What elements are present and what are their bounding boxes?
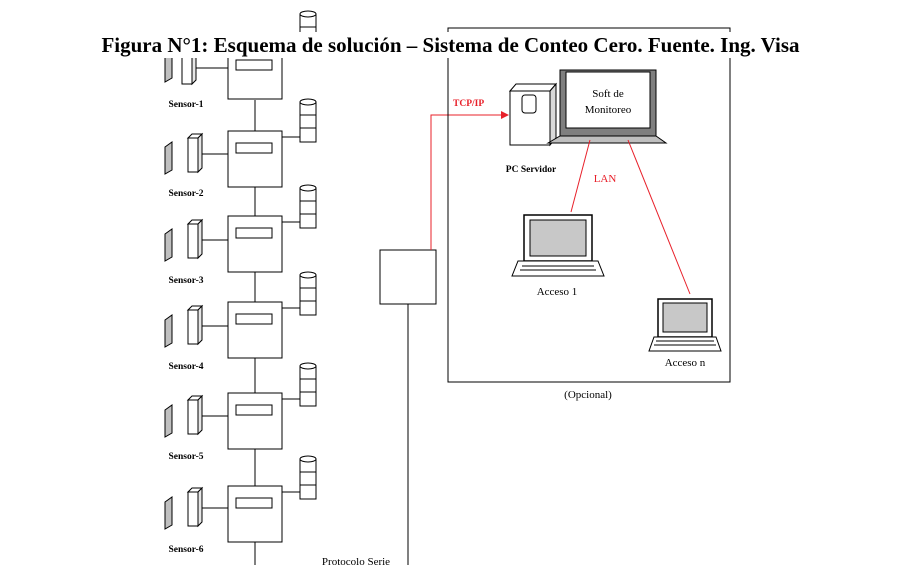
tcpip-link-line [430, 111, 509, 250]
sensor-label: Sensor-6 [168, 545, 203, 555]
lan-label: LAN [594, 173, 617, 185]
serial-protocol-label: Protocolo Serie [322, 556, 390, 565]
beacon-icon [299, 184, 317, 229]
beacon-icon [299, 98, 317, 143]
sensor-label: Sensor-2 [168, 189, 203, 199]
laptop-icon [511, 214, 605, 277]
server-tower-icon [508, 82, 558, 147]
optional-network-frame [447, 27, 731, 383]
tcpip-label: TCP/IP [453, 99, 484, 109]
photo-sensor-icon [164, 486, 204, 530]
controller-box [227, 130, 283, 188]
server-label: PC Servidor [506, 165, 557, 175]
sensor-group-6: Sensor-6 [164, 455, 317, 555]
controller-display [235, 59, 273, 71]
photo-sensor-icon [164, 132, 204, 175]
beacon-icon [299, 362, 317, 407]
controller-box [227, 215, 283, 273]
controller-display [235, 227, 273, 239]
sensor-label: Sensor-3 [168, 276, 203, 286]
controller-box [227, 392, 283, 450]
sensor-group-1: Sensor-1 [164, 10, 317, 110]
photo-sensor-icon [164, 304, 204, 348]
controller-box [227, 301, 283, 359]
controller-display [235, 497, 273, 509]
photo-sensor-icon [164, 218, 204, 262]
sensor-group-3: Sensor-3 [164, 184, 317, 286]
controller-display [235, 313, 273, 325]
lan-link-to-acceso-n [627, 139, 691, 295]
optional-label: (Opcional) [564, 389, 612, 401]
lan-link-to-acceso-1 [570, 139, 591, 213]
laptop-icon [648, 298, 722, 352]
sensor-group-4: Sensor-4 [164, 271, 317, 372]
client-label-acceso-1: Acceso 1 [537, 286, 578, 298]
figure-caption: Figura N°1: Esquema de solución – Sistem… [0, 32, 901, 58]
sensor-group-2: Sensor-2 [164, 98, 317, 199]
photo-sensor-icon [164, 394, 204, 438]
monitor-software-line1: Soft de [592, 88, 624, 100]
sensor-label: Sensor-5 [168, 452, 203, 462]
controller-display [235, 142, 273, 154]
beacon-icon [299, 455, 317, 500]
serial-converter-box [379, 249, 437, 305]
sensor-label: Sensor-4 [168, 362, 203, 372]
controller-display [235, 404, 273, 416]
sensor-label: Sensor-1 [168, 100, 203, 110]
controller-box [227, 485, 283, 543]
monitor-screen [546, 69, 668, 144]
beacon-icon [299, 271, 317, 316]
sensor-group-5: Sensor-5 [164, 362, 317, 462]
client-label-acceso-n: Acceso n [665, 357, 706, 369]
monitor-software-line2: Monitoreo [585, 104, 632, 116]
